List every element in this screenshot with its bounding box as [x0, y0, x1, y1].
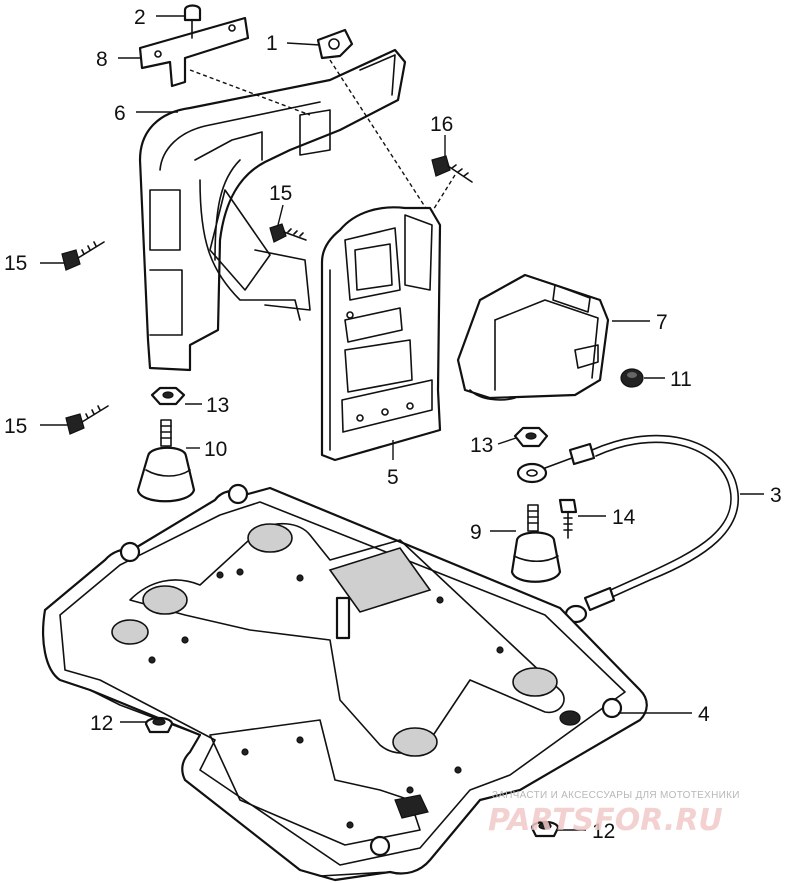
rubber-mount-9	[510, 504, 562, 583]
nut-12-left	[144, 716, 174, 734]
callout-14: 14	[612, 506, 636, 529]
callout-9: 9	[470, 521, 482, 544]
callout-13-right: 13	[470, 434, 493, 457]
ground-cable-3	[516, 434, 740, 624]
callout-4: 4	[698, 703, 710, 726]
bolt-2	[183, 4, 202, 39]
callout-15-lower: 15	[4, 415, 27, 438]
watermark-caption: ЗАПЧАСТИ И АКСЕССУАРЫ ДЛЯ МОТОТЕХНИКИ	[492, 790, 740, 801]
nut-13-left	[150, 386, 186, 406]
callout-13-left: 13	[206, 394, 229, 417]
callout-2: 2	[134, 6, 146, 29]
callout-16: 16	[430, 113, 453, 136]
nut-13-right	[513, 426, 549, 448]
clip-1	[316, 28, 354, 60]
callout-1: 1	[266, 32, 278, 55]
callout-8: 8	[96, 48, 108, 71]
watermark-logo: PARTSFOR.RU	[488, 803, 723, 838]
bolt-15-middle	[269, 223, 307, 243]
callout-15-upper: 15	[4, 252, 27, 275]
callout-10: 10	[204, 438, 227, 461]
bolt-15-upper	[61, 241, 105, 271]
callout-labels: 2 8 1 6 16 15 15 7 11 13 15 10 13 5 3 14…	[4, 6, 782, 843]
rubber-mount-10	[136, 419, 196, 503]
bolt-16	[431, 155, 473, 183]
callout-3: 3	[770, 484, 782, 507]
bolt-14	[558, 498, 578, 539]
callout-11: 11	[670, 368, 692, 391]
base-plate-4	[42, 483, 648, 882]
cover-7	[456, 273, 610, 401]
mounting-bracket	[138, 16, 250, 88]
housing-bracket-left	[138, 48, 407, 372]
callout-12-left: 12	[90, 712, 113, 735]
grommet-11	[620, 368, 644, 388]
callout-12-right: 12	[592, 820, 615, 843]
callout-5: 5	[387, 466, 399, 489]
callout-15-middle: 15	[269, 182, 292, 205]
callout-7: 7	[656, 311, 668, 334]
nut-12-right	[530, 820, 560, 838]
watermark: ЗАПЧАСТИ И АКСЕССУАРЫ ДЛЯ МОТОТЕХНИКИ PA…	[488, 790, 740, 838]
callout-6: 6	[114, 102, 126, 125]
leader-lines	[40, 15, 764, 831]
bolt-15-lower	[65, 405, 109, 435]
side-panel	[320, 206, 442, 462]
